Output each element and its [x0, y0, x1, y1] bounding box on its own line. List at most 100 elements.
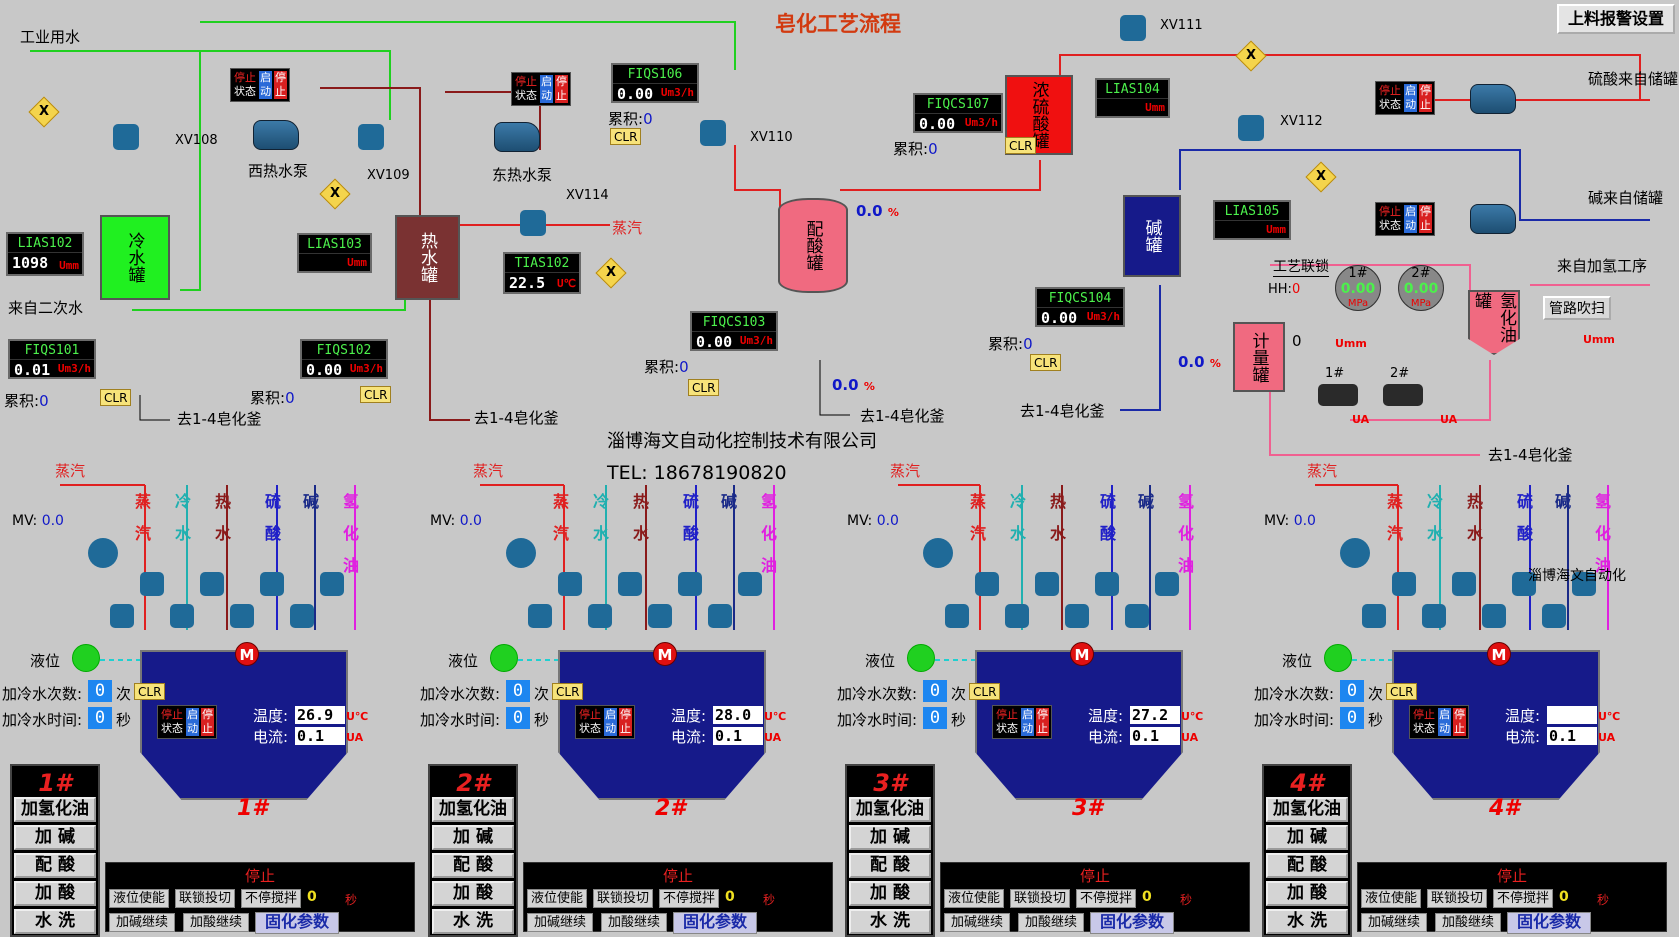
process-step-button[interactable]: 加 碱	[849, 825, 931, 850]
process-step-button[interactable]: 加氢化油	[432, 797, 514, 822]
interlock-switch-button[interactable]: 联锁投切	[1427, 889, 1487, 908]
xv112-valve-icon[interactable]	[1238, 115, 1264, 141]
feed-valve-icon[interactable]	[528, 604, 552, 628]
interlock-switch-button[interactable]: 联锁投切	[175, 889, 235, 908]
west-pump-icon[interactable]	[253, 120, 299, 150]
clr-button[interactable]: CLR	[1030, 354, 1062, 371]
agitator-control[interactable]: 停止状态启动停止	[992, 705, 1052, 739]
pipe-purge-button[interactable]: 管路吹扫	[1543, 296, 1611, 320]
feed-valve-icon[interactable]	[1065, 604, 1089, 628]
alarm-settings-button[interactable]: 上料报警设置	[1557, 4, 1675, 34]
process-step-button[interactable]: 加氢化油	[849, 797, 931, 822]
feed-valve-icon[interactable]	[1482, 604, 1506, 628]
feed-valve-icon[interactable]	[1422, 604, 1446, 628]
clr-button[interactable]: CLR	[1005, 137, 1037, 154]
acid-continue-button[interactable]: 加酸继续	[183, 913, 249, 932]
agitator-motor-icon[interactable]: M	[1070, 642, 1094, 666]
solidify-params-button[interactable]: 固化参数	[255, 912, 339, 934]
acid-continue-button[interactable]: 加酸继续	[1018, 913, 1084, 932]
alkali-pump-icon[interactable]	[1470, 204, 1516, 234]
steam-control-valve-icon[interactable]	[506, 538, 536, 568]
clr-button[interactable]: CLR	[969, 683, 1001, 700]
feed-valve-icon[interactable]	[320, 572, 344, 596]
agitator-control[interactable]: 停止状态启动停止	[575, 705, 635, 739]
feed-valve-icon[interactable]	[1005, 604, 1029, 628]
process-step-button[interactable]: 加 酸	[432, 881, 514, 906]
alkali-continue-button[interactable]: 加碱继续	[527, 913, 593, 932]
process-step-button[interactable]: 配 酸	[849, 853, 931, 878]
interlock-switch-button[interactable]: 联锁投切	[1010, 889, 1070, 908]
process-step-button[interactable]: 加 碱	[432, 825, 514, 850]
feed-valve-icon[interactable]	[170, 604, 194, 628]
cold-water-tank[interactable]: 冷水罐	[100, 215, 170, 300]
level-enable-button[interactable]: 液位使能	[1361, 889, 1421, 908]
hot-water-tank[interactable]: 热水罐	[395, 215, 460, 300]
feed-valve-icon[interactable]	[260, 572, 284, 596]
feed-valve-icon[interactable]	[1452, 572, 1476, 596]
process-step-button[interactable]: 加 酸	[849, 881, 931, 906]
feed-valve-icon[interactable]	[1392, 572, 1416, 596]
steam-control-valve-icon[interactable]	[88, 538, 118, 568]
feed-valve-icon[interactable]	[1362, 604, 1386, 628]
process-step-button[interactable]: 配 酸	[432, 853, 514, 878]
feed-valve-icon[interactable]	[1125, 604, 1149, 628]
hydro-pump-1-icon[interactable]	[1318, 384, 1358, 406]
feed-valve-icon[interactable]	[290, 604, 314, 628]
process-step-button[interactable]: 水 洗	[849, 909, 931, 934]
agitator-control[interactable]: 停止状态启动停止	[157, 705, 217, 739]
clr-button[interactable]: CLR	[134, 683, 166, 700]
continuous-stir-button[interactable]: 不停搅拌	[659, 889, 719, 908]
process-step-button[interactable]: 加氢化油	[1266, 797, 1348, 822]
agitator-motor-icon[interactable]: M	[653, 642, 677, 666]
feed-valve-icon[interactable]	[1542, 604, 1566, 628]
alkali-continue-button[interactable]: 加碱继续	[944, 913, 1010, 932]
feed-valve-icon[interactable]	[1155, 572, 1179, 596]
xv110-valve-icon[interactable]	[700, 120, 726, 146]
alkali-continue-button[interactable]: 加碱继续	[1361, 913, 1427, 932]
clr-button[interactable]: CLR	[552, 683, 584, 700]
feed-valve-icon[interactable]	[1095, 572, 1119, 596]
feed-valve-icon[interactable]	[200, 572, 224, 596]
interlock-label[interactable]: 工艺联锁	[1273, 256, 1329, 277]
acid-mix-tank[interactable]: 配酸罐	[778, 198, 848, 293]
agitator-control[interactable]: 停止状态启动停止	[1409, 705, 1469, 739]
agitator-motor-icon[interactable]: M	[235, 642, 259, 666]
acid-continue-button[interactable]: 加酸继续	[601, 913, 667, 932]
process-step-button[interactable]: 加 碱	[14, 825, 96, 850]
continuous-stir-button[interactable]: 不停搅拌	[1076, 889, 1136, 908]
feed-valve-icon[interactable]	[945, 604, 969, 628]
west-pump-control[interactable]: 停止状态启动停止	[230, 68, 290, 102]
alkali-continue-button[interactable]: 加碱继续	[109, 913, 175, 932]
solidify-params-button[interactable]: 固化参数	[673, 912, 757, 934]
solidify-params-button[interactable]: 固化参数	[1090, 912, 1174, 934]
process-step-button[interactable]: 配 酸	[1266, 853, 1348, 878]
steam-control-valve-icon[interactable]	[923, 538, 953, 568]
clr-button[interactable]: CLR	[610, 128, 642, 145]
feed-valve-icon[interactable]	[975, 572, 999, 596]
alkali-tank[interactable]: 碱罐	[1123, 195, 1181, 277]
east-pump-control[interactable]: 停止状态启动停止	[511, 72, 571, 106]
feed-valve-icon[interactable]	[230, 604, 254, 628]
steam-control-valve-icon[interactable]	[1340, 538, 1370, 568]
clr-button[interactable]: CLR	[100, 389, 132, 406]
feed-valve-icon[interactable]	[648, 604, 672, 628]
alkali-pump-control[interactable]: 停止状态启动停止	[1375, 202, 1435, 236]
feed-valve-icon[interactable]	[558, 572, 582, 596]
east-pump-icon[interactable]	[494, 122, 540, 152]
agitator-motor-icon[interactable]: M	[1487, 642, 1511, 666]
level-enable-button[interactable]: 液位使能	[527, 889, 587, 908]
feed-valve-icon[interactable]	[140, 572, 164, 596]
hydro-pump-2-icon[interactable]	[1383, 384, 1423, 406]
clr-button[interactable]: CLR	[360, 386, 392, 403]
feed-valve-icon[interactable]	[588, 604, 612, 628]
xv109-valve-icon[interactable]	[358, 124, 384, 150]
process-step-button[interactable]: 水 洗	[14, 909, 96, 934]
feed-valve-icon[interactable]	[1572, 572, 1596, 596]
acid-continue-button[interactable]: 加酸继续	[1435, 913, 1501, 932]
clr-button[interactable]: CLR	[1386, 683, 1418, 700]
process-step-button[interactable]: 水 洗	[1266, 909, 1348, 934]
interlock-switch-button[interactable]: 联锁投切	[593, 889, 653, 908]
process-step-button[interactable]: 加氢化油	[14, 797, 96, 822]
process-step-button[interactable]: 配 酸	[14, 853, 96, 878]
process-step-button[interactable]: 加 酸	[14, 881, 96, 906]
